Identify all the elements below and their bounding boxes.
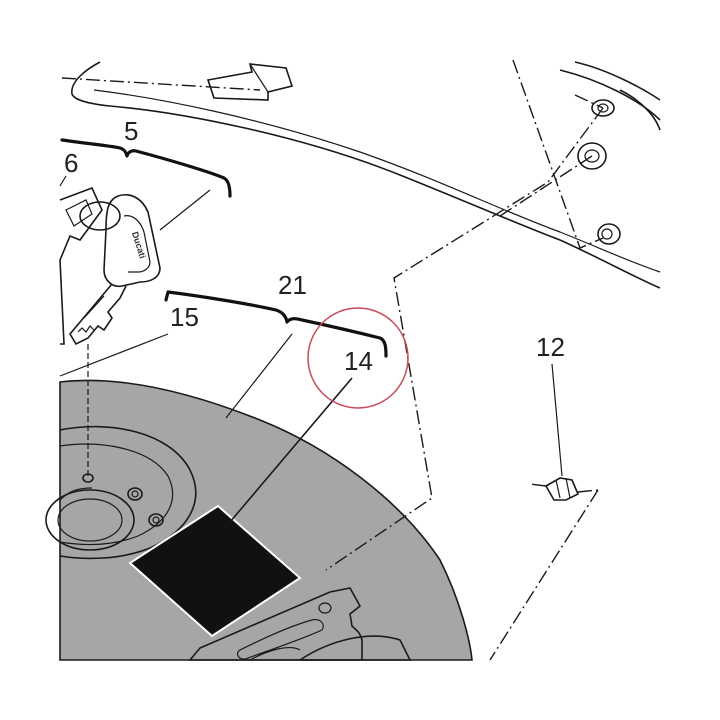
fuel-tank	[45, 379, 473, 661]
callout-21: 21	[278, 270, 307, 300]
tank-cover-panel	[61, 61, 661, 289]
callout-6: 6	[64, 148, 78, 178]
panel-bracket	[206, 63, 294, 101]
grommet-top	[591, 99, 615, 117]
callout-14: 14	[344, 346, 373, 376]
leader-12	[551, 363, 563, 477]
callout-12: 12	[536, 332, 565, 362]
callout-5: 5	[124, 116, 138, 146]
leader-6	[59, 175, 67, 187]
warning-label	[128, 504, 302, 638]
grommet-bottom	[597, 223, 621, 245]
callout-15: 15	[170, 302, 199, 332]
leader-14	[229, 377, 353, 523]
assembly-line-b	[499, 155, 593, 217]
leader-5	[159, 189, 211, 231]
brace-21	[164, 290, 388, 358]
clip-part-12	[529, 477, 599, 501]
leader-15	[59, 333, 169, 377]
assembly-line-c	[489, 489, 599, 661]
ignition-keys: Ducati	[59, 186, 161, 346]
grommet-middle	[577, 142, 607, 170]
leader-21	[225, 333, 293, 419]
assembly-line-a	[325, 107, 604, 571]
brace-5	[60, 138, 232, 198]
side-panel-right	[512, 59, 661, 249]
highlight-circle	[307, 307, 409, 409]
